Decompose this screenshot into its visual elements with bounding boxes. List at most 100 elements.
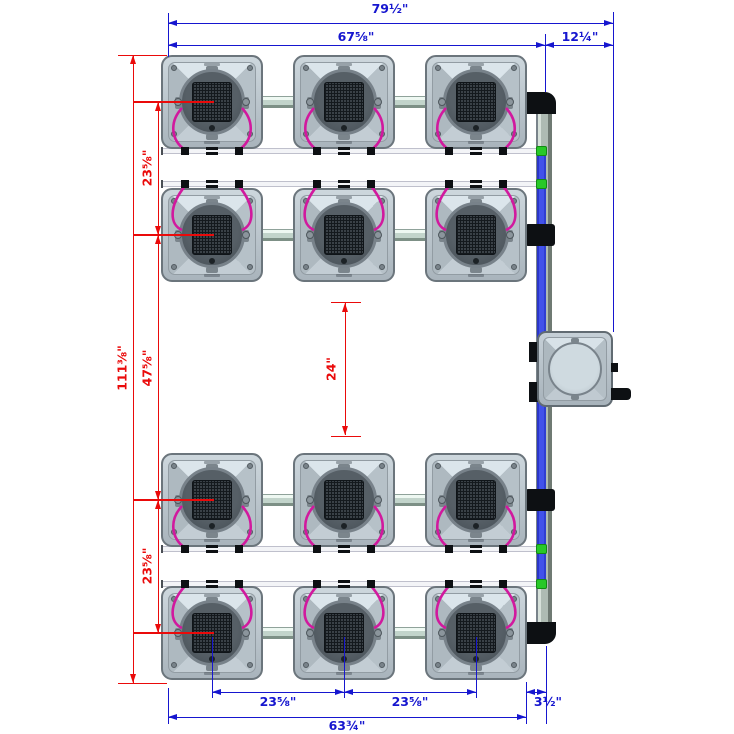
pipe-tee-black — [525, 489, 555, 511]
dim-arrow — [342, 426, 348, 435]
tube-port-right — [506, 629, 514, 637]
lid-screw — [247, 131, 253, 137]
dim-line — [344, 692, 476, 693]
extension-line — [158, 102, 159, 633]
tube-port-right — [242, 231, 250, 239]
grow-module — [425, 55, 527, 149]
tube-port-right — [374, 231, 382, 239]
lid-screw — [379, 463, 385, 469]
dim-arrow — [155, 491, 161, 500]
dim-arrow — [604, 42, 613, 48]
tube-fitting-black — [445, 180, 453, 188]
lid-drain-dot — [473, 125, 479, 131]
tube-port-left — [306, 496, 314, 504]
vent-mark — [470, 147, 482, 150]
lid-brand-mark — [204, 274, 220, 277]
dim-arrow — [155, 226, 161, 235]
pipe-elbow-bottom — [526, 622, 556, 644]
lid-screw — [511, 596, 517, 602]
lid-screw — [171, 198, 177, 204]
tube-port-left — [438, 496, 446, 504]
dim-arrow — [155, 102, 161, 111]
dim-label-pipe-offset: 3½" — [533, 694, 563, 709]
lid-screw — [511, 131, 517, 137]
net-pot-mesh — [324, 82, 364, 122]
tube-fitting-black — [181, 580, 189, 588]
lid-screw — [435, 264, 441, 270]
lid-screw — [247, 662, 253, 668]
lid-screw — [303, 596, 309, 602]
vent-mark — [470, 585, 482, 588]
pipe-fitting-green — [536, 544, 547, 554]
vent-mark — [338, 185, 350, 188]
feed-line — [163, 181, 538, 187]
grow-module — [425, 453, 527, 547]
lid-screw — [379, 529, 385, 535]
pipe-elbow-top — [526, 92, 556, 114]
dim-label-top-overall: 79½" — [371, 1, 409, 16]
dim-arrow — [155, 624, 161, 633]
lid-screw — [511, 529, 517, 535]
lid-tab — [470, 267, 482, 273]
tube-port-right — [242, 496, 250, 504]
tube-fitting-black — [235, 545, 243, 553]
tube-port-right — [506, 496, 514, 504]
vent-mark — [338, 545, 350, 548]
lid-screw — [171, 596, 177, 602]
dim-label-col-spacing-2: 23⅝" — [391, 694, 429, 709]
tube-port-right — [374, 98, 382, 106]
lid-tab — [338, 134, 350, 140]
lid-screw — [379, 65, 385, 71]
tube-fitting-black — [313, 147, 321, 155]
lid-brand-mark — [468, 63, 484, 66]
vent-mark — [338, 550, 350, 553]
row-center-line — [133, 499, 214, 501]
dim-arrow — [526, 689, 535, 695]
tube-fitting-black — [367, 147, 375, 155]
lid-screw — [303, 198, 309, 204]
dim-line — [168, 45, 545, 46]
lid-screw — [511, 662, 517, 668]
lid-drain-dot — [473, 523, 479, 529]
lid-drain-dot — [341, 125, 347, 131]
lid-screw — [435, 131, 441, 137]
net-pot-mesh — [456, 613, 496, 653]
dim-label-center-aisle: 24" — [323, 357, 339, 381]
lid-tab — [206, 532, 218, 538]
tube-port-left — [438, 231, 446, 239]
lid-brand-mark — [204, 539, 220, 542]
grow-module — [293, 55, 395, 149]
grow-module — [425, 188, 527, 282]
dim-arrow — [130, 55, 136, 64]
tube-fitting-black — [235, 580, 243, 588]
lid-screw — [511, 65, 517, 71]
lid-brand-mark — [204, 594, 220, 597]
lid-screw — [171, 463, 177, 469]
extension-line — [476, 637, 477, 698]
tube-fitting-black — [445, 580, 453, 588]
lid-brand-mark — [468, 274, 484, 277]
lid-screw — [303, 131, 309, 137]
dim-arrow — [155, 500, 161, 509]
lid-screw — [247, 65, 253, 71]
net-pot-mesh — [456, 480, 496, 520]
lid-screw — [171, 65, 177, 71]
vent-mark — [470, 152, 482, 155]
tube-fitting-black — [367, 180, 375, 188]
dim-label-row-gap-middle: 47⅝" — [139, 349, 155, 387]
vent-mark — [206, 580, 218, 583]
lid-screw — [379, 596, 385, 602]
extension-line — [168, 13, 169, 57]
lid-drain-dot — [473, 258, 479, 264]
lid-brand-mark — [336, 594, 352, 597]
tube-port-left — [306, 98, 314, 106]
pipe-fitting-green — [536, 146, 547, 156]
lid-brand-mark — [468, 539, 484, 542]
lid-screw — [511, 198, 517, 204]
dim-label-system-width: 67⅝" — [337, 29, 375, 44]
lid-tab — [206, 134, 218, 140]
lid-brand-mark — [468, 141, 484, 144]
lid-screw — [247, 596, 253, 602]
lid-screw — [303, 529, 309, 535]
reservoir-outlet — [611, 388, 631, 400]
